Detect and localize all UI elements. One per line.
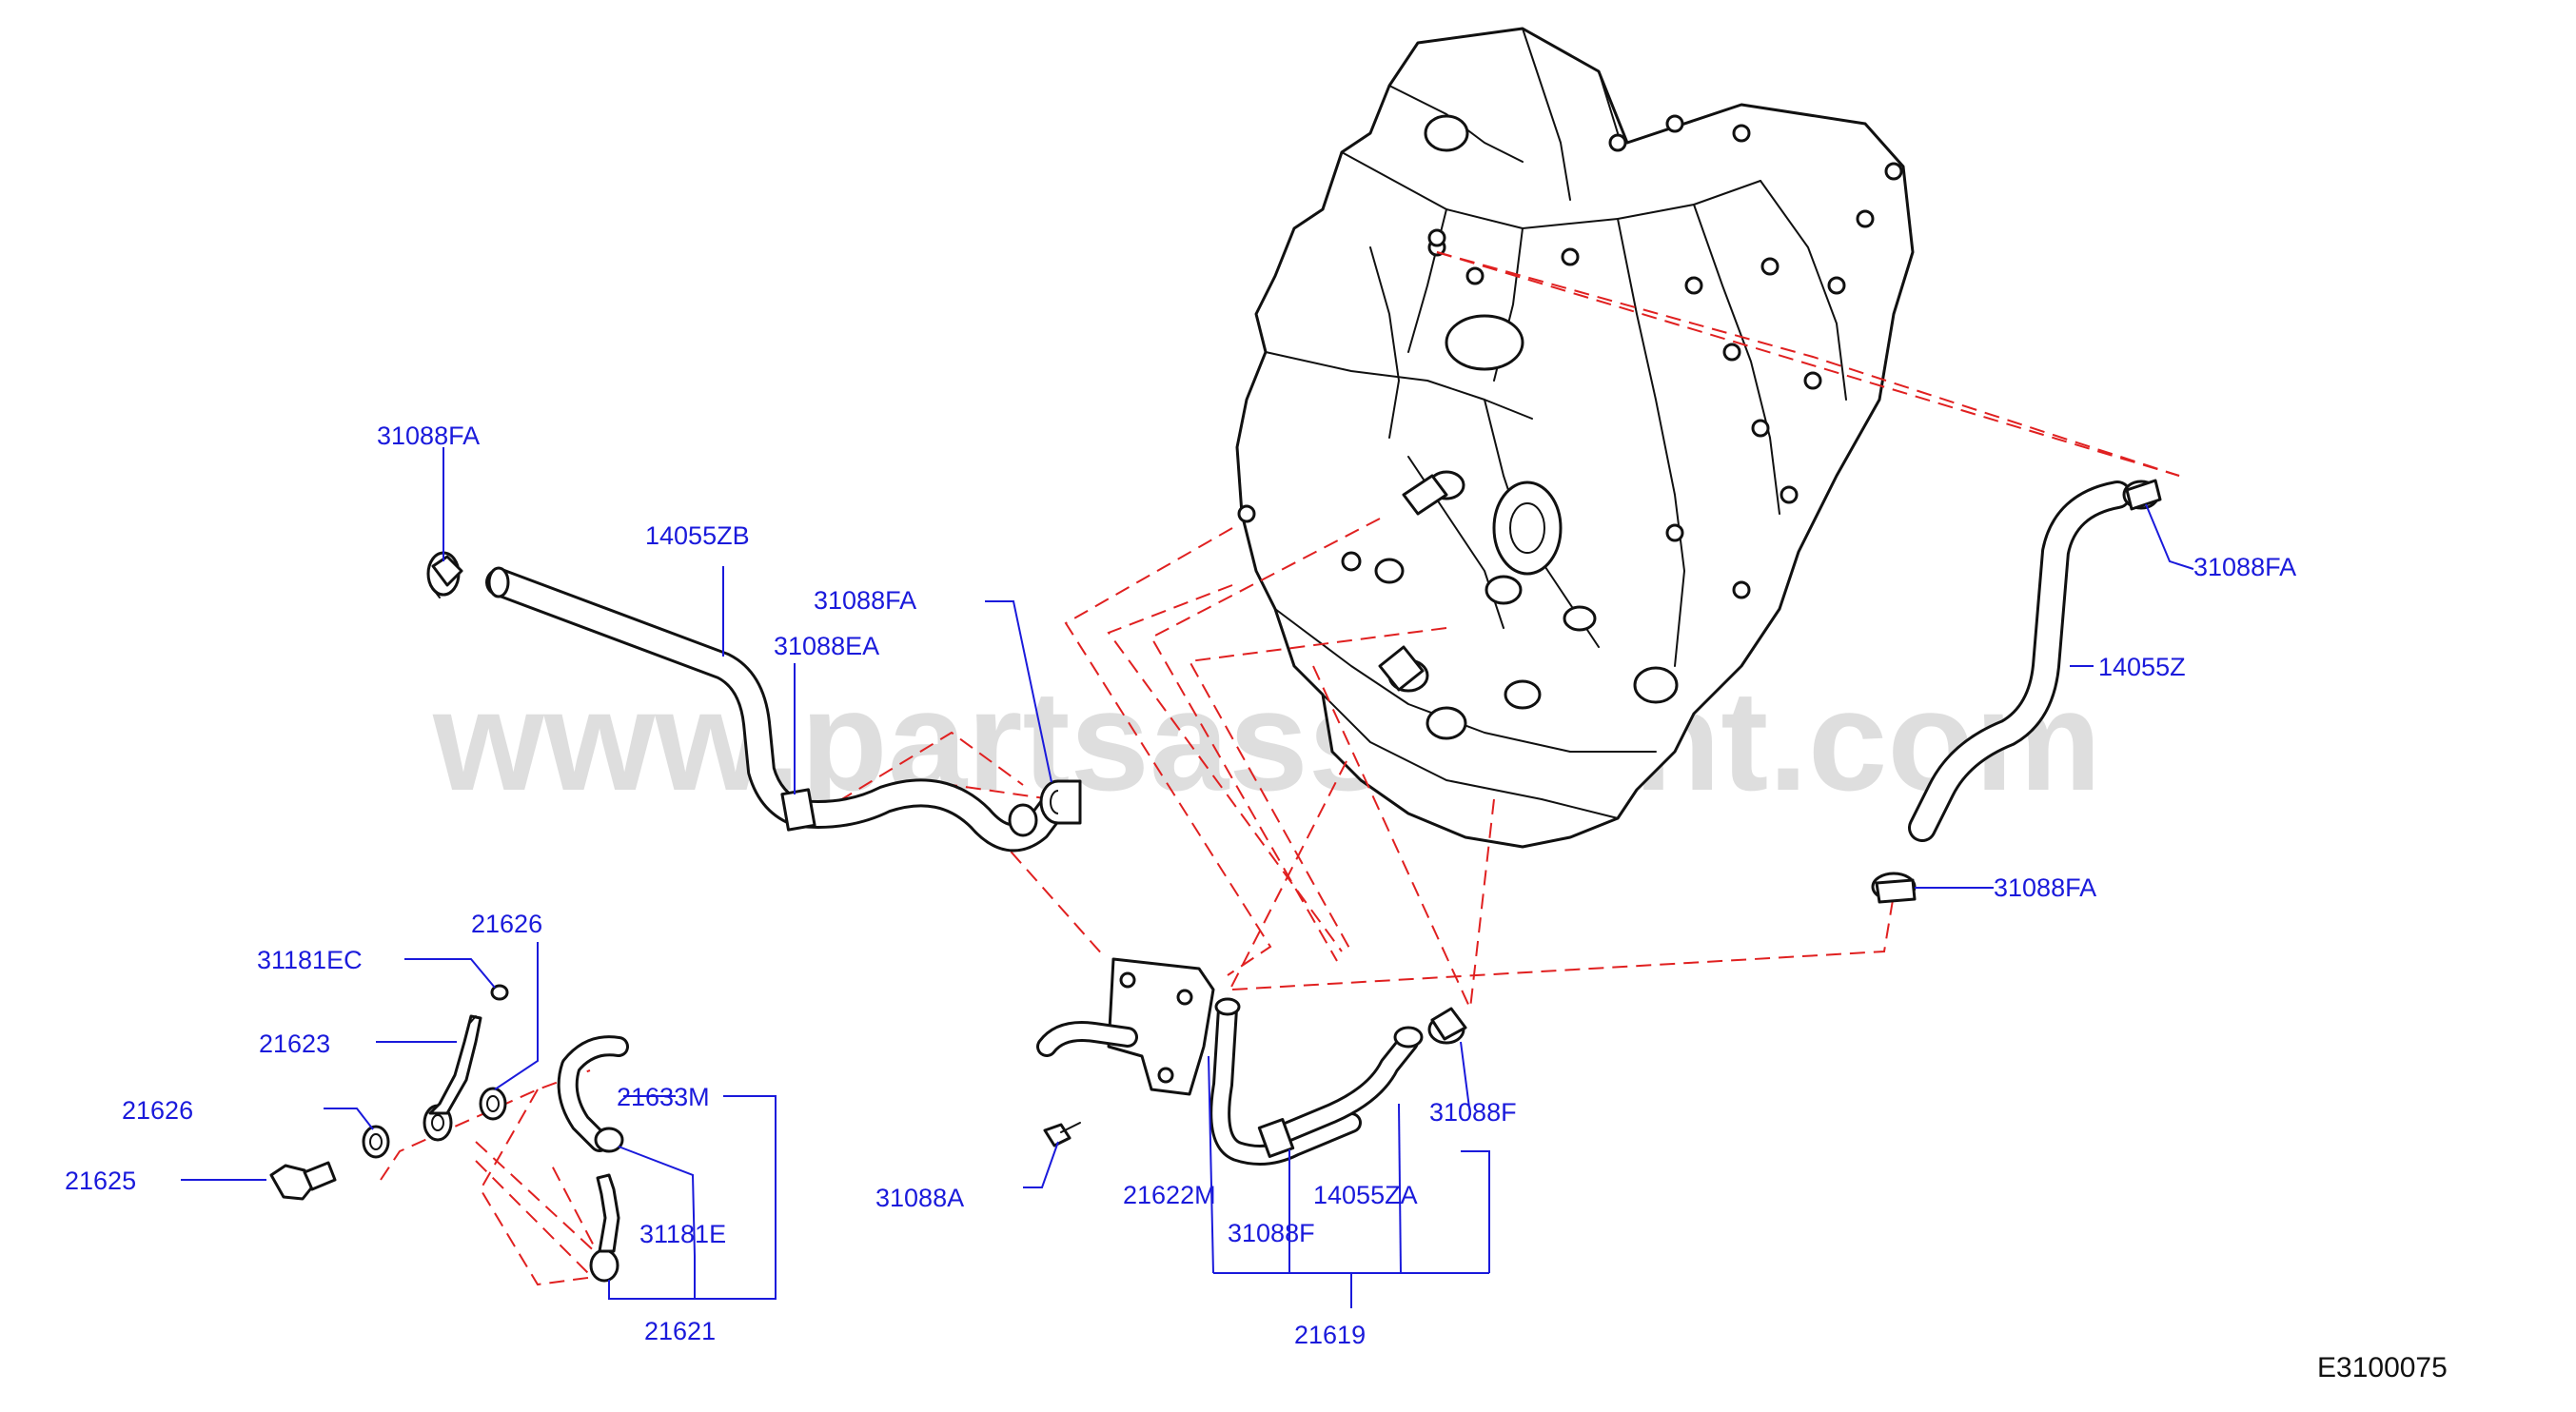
label-31088fa-top-left: 31088FA [377,422,480,450]
label-21623: 21623 [259,1030,330,1058]
washer-21626-lower [362,1125,390,1159]
label-14055z: 14055Z [2098,653,2186,681]
label-31088f-lower: 31088F [1228,1219,1315,1247]
label-21619: 21619 [1294,1321,1366,1349]
label-31088fa-right-top: 31088FA [2193,553,2296,581]
hose-21633m [557,1035,629,1152]
grommet-31088fa-mid [1039,779,1082,825]
clamp-31088fa-right-top [2122,479,2162,511]
label-31088a: 31088A [875,1184,964,1212]
label-14055za: 14055ZA [1313,1181,1418,1209]
leader-lines [181,447,2194,1308]
label-21633m: 21633M [617,1083,710,1111]
label-21622m: 21622M [1123,1181,1216,1209]
label-31088fa-mid: 31088FA [814,586,916,615]
banjo-pipe-lower [589,1173,620,1283]
diagram-code: E3100075 [2317,1352,2448,1383]
label-21625: 21625 [65,1167,136,1195]
label-21621: 21621 [644,1317,716,1345]
label-21626-upper: 21626 [471,910,542,938]
clamp-31181e [594,1127,624,1153]
label-31088fa-right-bottom: 31088FA [1994,873,2096,902]
label-14055zb: 14055ZB [645,521,750,550]
transmission-case [1235,27,1915,849]
clamp-31088fa-right-bottom [1871,872,1917,904]
label-31088f-upper: 31088F [1429,1098,1517,1127]
hose-14055z [1908,480,2132,842]
ring-31088fa-mid [1008,803,1038,837]
label-31181e: 31181E [639,1220,726,1248]
hose-14055zb [485,566,1066,853]
clamp-31088fa-left [426,551,463,598]
label-31181ec: 31181EC [257,946,363,974]
label-21626-lower: 21626 [122,1096,193,1125]
assembly-guide-lines [380,251,2180,1286]
bolt-21625 [269,1161,337,1201]
watermark: www.partsassistant.com [432,660,2101,820]
cap-31181ec [490,984,509,1001]
clamp-31088f [1427,1007,1467,1045]
washer-21626-upper [479,1087,507,1121]
part-labels: 31088FA 14055ZB 31088FA 31088EA 31088FA … [65,422,2296,1349]
cooler-tube-assembly-21619 [1036,957,1424,1166]
label-31088ea: 31088EA [774,632,879,660]
banjo-pipe-21623 [423,1014,482,1142]
bolt-31088a [1043,1122,1081,1147]
